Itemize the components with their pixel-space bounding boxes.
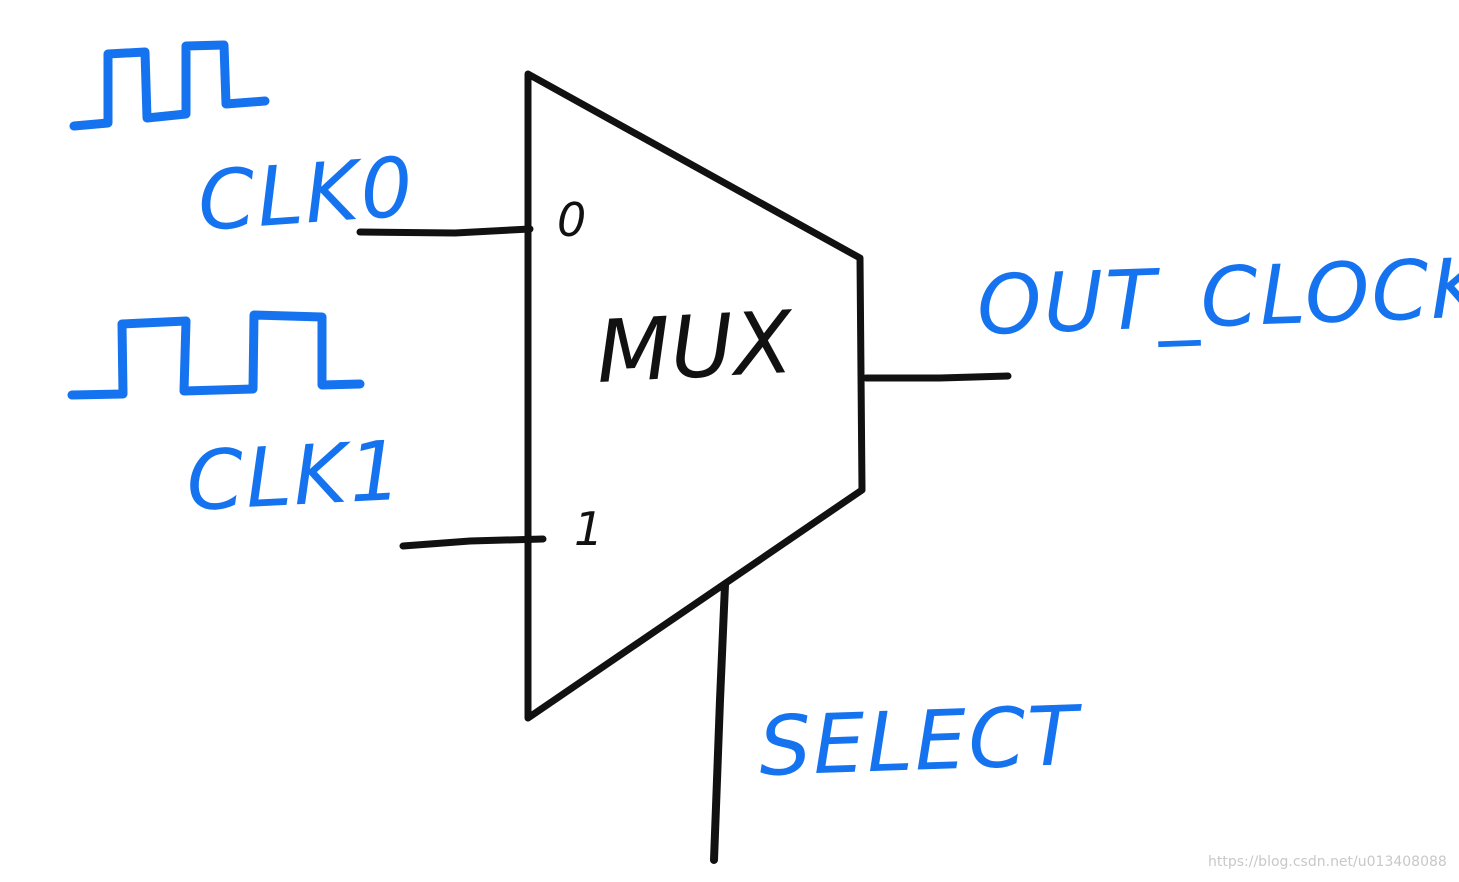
input-1-wire: [399, 535, 547, 550]
mux-body: [524, 70, 866, 722]
clk1-waveform: [67, 310, 365, 400]
port-0-label: 0: [557, 193, 586, 247]
mux-label: MUX: [594, 293, 797, 403]
watermark-url: https://blog.csdn.net/u013408088: [1208, 854, 1447, 870]
input-0-wire: [356, 225, 534, 237]
select-label: SELECT: [757, 689, 1085, 795]
clk1-label: CLK1: [184, 424, 406, 530]
output-wire: [862, 372, 1012, 382]
clk0-waveform: [69, 40, 270, 131]
select-wire: [710, 581, 729, 864]
out-clock-label: OUT_CLOCK: [975, 241, 1459, 354]
port-1-label: 1: [574, 502, 603, 556]
